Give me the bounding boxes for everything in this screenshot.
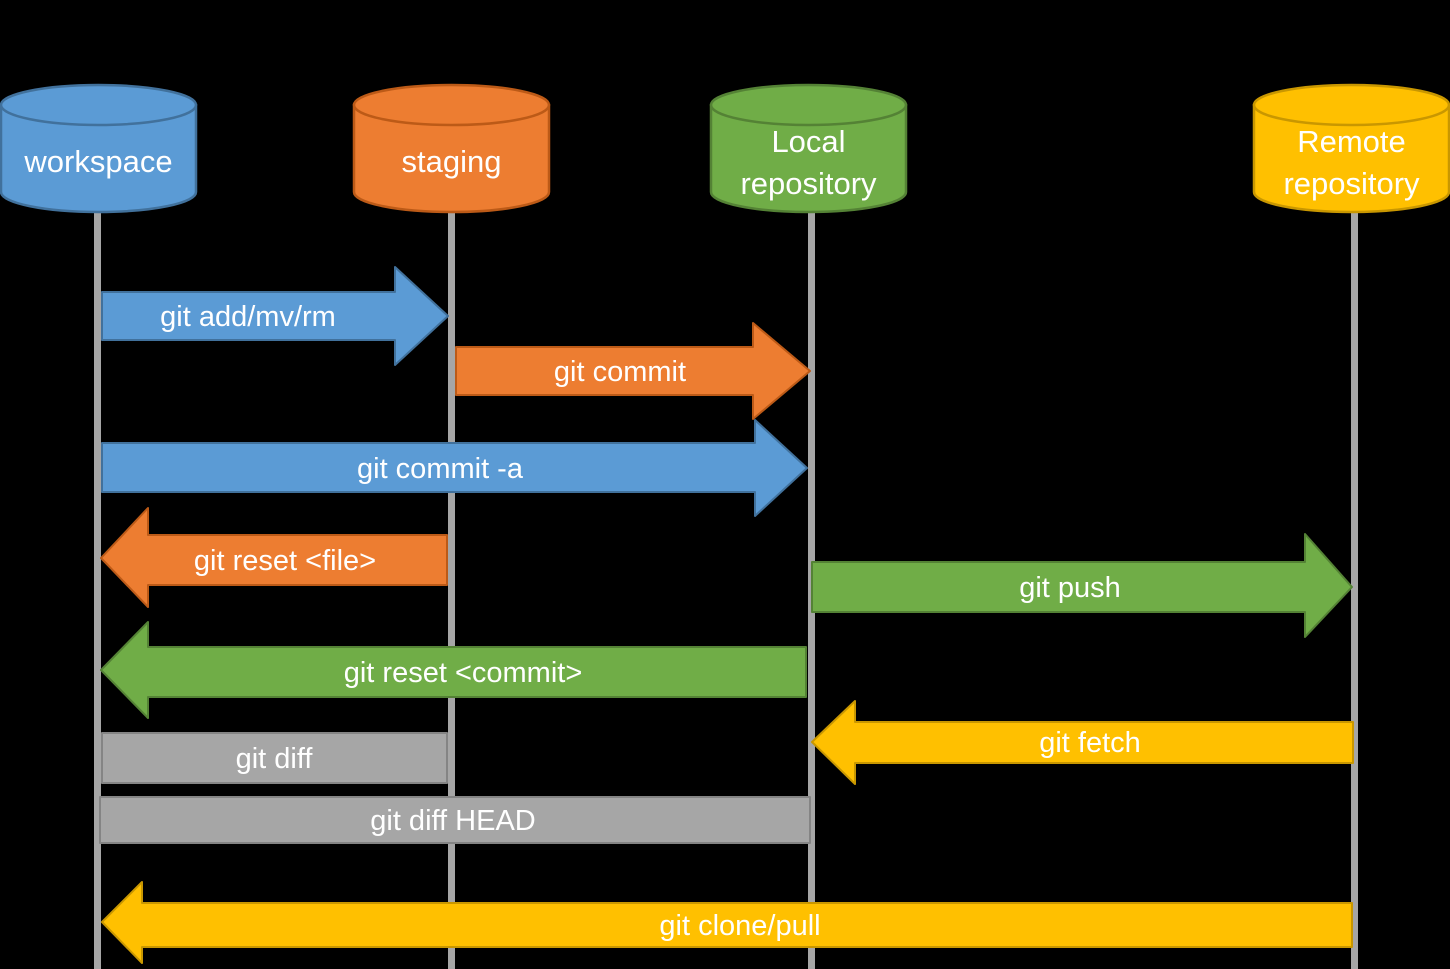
git-clone-pull-label: git clone/pull [659, 910, 820, 942]
git-clone-pull-arrow [101, 881, 1353, 964]
git-add-label: git add/mv/rm [160, 301, 336, 333]
git-commit-arrow [455, 322, 811, 420]
command-shapes [99, 266, 1354, 964]
git-diff-label: git diff [236, 743, 314, 775]
git-fetch-arrow [811, 700, 1354, 785]
local-repository-cylinder-body [709, 103, 908, 214]
staging-label: staging [402, 144, 502, 179]
workspace-cylinder-top [0, 83, 198, 127]
workspace-lifeline [94, 198, 101, 969]
git-diff-bar [101, 732, 448, 784]
git-commit-label: git commit [554, 356, 686, 388]
git-commit-a-arrow [101, 419, 808, 517]
local-repository-label-line1: Local [771, 124, 845, 159]
git-commit-a-label: git commit -a [357, 453, 524, 485]
git-push-arrow [811, 533, 1353, 638]
workspace-cylinder-body [0, 103, 198, 214]
workspace-cylinder: workspace [0, 83, 198, 214]
remote-repository-cylinder-top [1252, 83, 1450, 127]
git-fetch-label: git fetch [1039, 727, 1141, 759]
git-push-label: git push [1019, 572, 1121, 604]
git-diff-head-label: git diff HEAD [370, 805, 535, 837]
git-reset-file-arrow [100, 507, 448, 608]
local-repository-label-line2: repository [740, 166, 877, 201]
node-cylinders: workspace staging Local repository Remot… [0, 83, 1450, 214]
git-add-arrow [101, 266, 449, 366]
remote-repository-label-line2: repository [1283, 166, 1420, 201]
local-repository-cylinder-top [709, 83, 908, 127]
staging-lifeline [448, 198, 455, 969]
git-reset-file-label: git reset <file> [194, 545, 376, 577]
staging-cylinder-body [352, 103, 551, 214]
remote-repository-label-line1: Remote [1297, 124, 1406, 159]
remote-repository-cylinder-body [1252, 103, 1450, 214]
workspace-label: workspace [23, 144, 172, 179]
remote-repository-lifeline [1351, 198, 1358, 969]
git-reset-commit-label: git reset <commit> [344, 657, 583, 689]
staging-cylinder-top [352, 83, 551, 127]
git-reset-commit-arrow [100, 621, 807, 719]
remote-repository-cylinder: Remote repository [1252, 83, 1450, 214]
command-labels: git add/mv/rm git commit git commit -a g… [160, 301, 1141, 942]
git-diff-head-bar [99, 796, 811, 844]
staging-cylinder: staging [352, 83, 551, 214]
local-repository-cylinder: Local repository [709, 83, 908, 214]
